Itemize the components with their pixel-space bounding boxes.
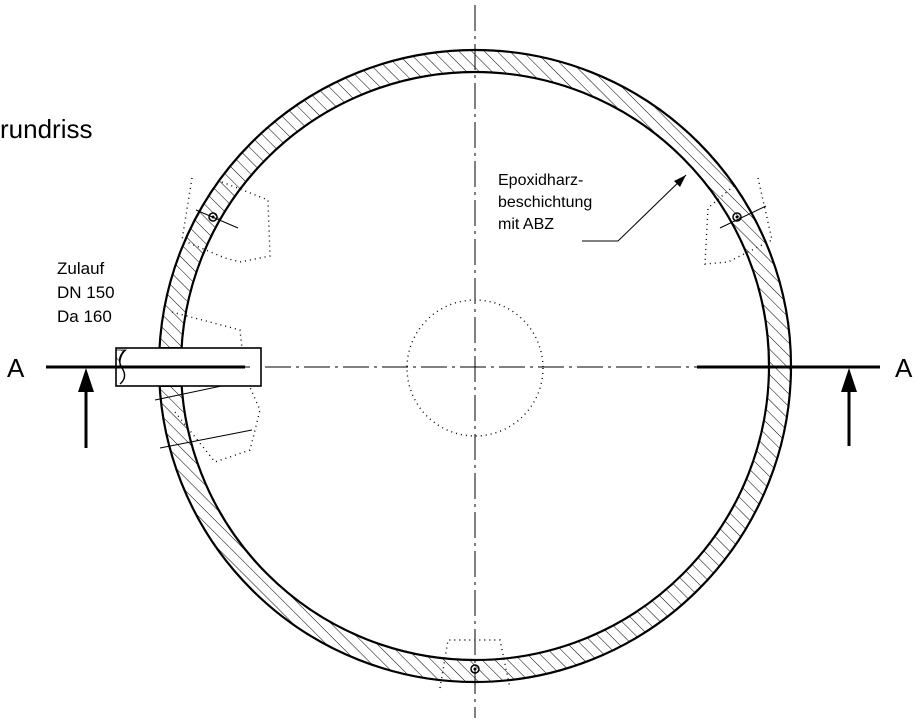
inlet-label-line1: Zulauf — [57, 259, 105, 278]
drawing-title: rundriss — [0, 114, 92, 144]
coating-leader-line — [582, 174, 687, 242]
anchor-point-upper-right — [719, 205, 767, 229]
step-bracket-left-middle — [171, 311, 261, 463]
inlet-label-line2: DN 150 — [57, 283, 115, 302]
anchor-point-upper-left — [195, 209, 239, 229]
center-dotted-circle — [406, 299, 544, 437]
section-arrow-right — [841, 368, 857, 446]
section-label-left: A — [7, 353, 25, 383]
coating-label-line1: Epoxidharz- — [498, 172, 583, 189]
section-label-right: A — [895, 353, 913, 383]
coating-label-line2: beschichtung — [498, 194, 592, 211]
inlet-label-line3: Da 160 — [57, 307, 112, 326]
coating-label-line3: mit ABZ — [498, 216, 554, 233]
anchor-point-bottom — [470, 664, 480, 674]
step-bracket-bottom — [439, 639, 511, 689]
section-arrow-left — [78, 368, 94, 448]
